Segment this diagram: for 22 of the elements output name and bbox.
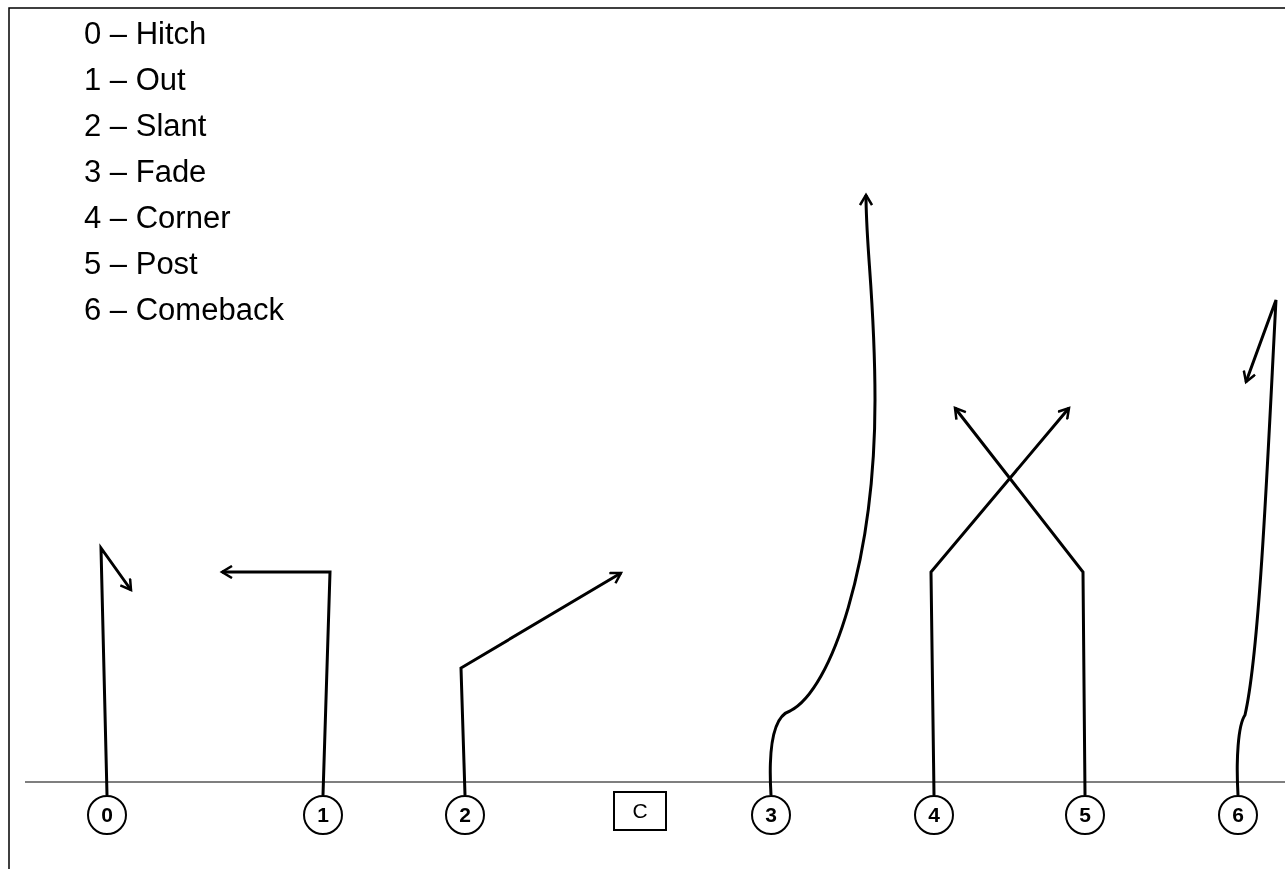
receiver-circle: 3: [751, 795, 791, 835]
receiver-circle: 4: [914, 795, 954, 835]
route-arrow: [459, 571, 623, 796]
route-arrow: [1235, 298, 1278, 796]
receiver-circle: 1: [303, 795, 343, 835]
route-key-text: 6 – Comeback: [84, 292, 284, 328]
route-arrow: [768, 193, 877, 796]
receiver-circle: 6: [1218, 795, 1258, 835]
route-key-text: 0 – Hitch: [84, 16, 207, 52]
route-key-text: 3 – Fade: [84, 154, 207, 190]
receiver-circle: 0: [87, 795, 127, 835]
route-key-text: 2 – Slant: [84, 108, 207, 144]
route-key-text: 5 – Post: [84, 246, 198, 282]
route-arrow: [99, 543, 133, 796]
center-box: C: [613, 791, 667, 831]
route-key-text: 1 – Out: [84, 62, 186, 98]
route-key-text: 4 – Corner: [84, 200, 231, 236]
route-arrow: [953, 406, 1087, 795]
route-arrow: [929, 406, 1071, 795]
receiver-circle: 2: [445, 795, 485, 835]
receiver-circle: 5: [1065, 795, 1105, 835]
route-arrow: [220, 564, 332, 796]
